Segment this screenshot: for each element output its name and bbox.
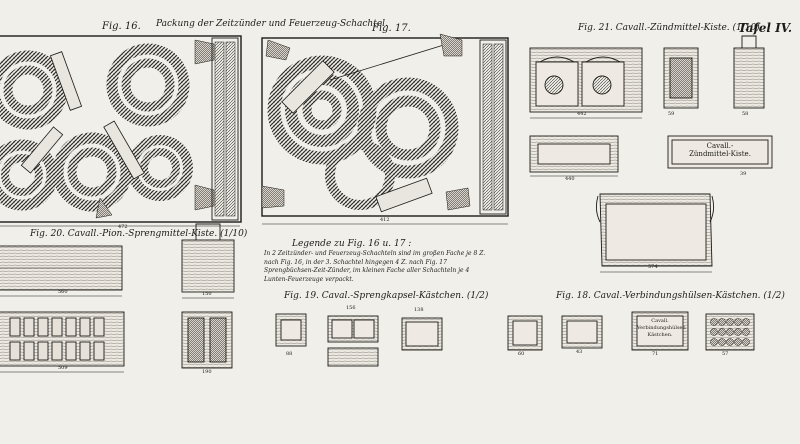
fig21-drawing (529, 35, 773, 273)
dimension-label: 509 (58, 365, 68, 371)
fig16-label: Fig. 16. (102, 21, 141, 32)
dimension-label: 39 (740, 171, 747, 177)
fig17-label: Fig. 17. (372, 23, 411, 34)
dimension-label: 560 (58, 289, 68, 295)
kaestchen-label: Cavall. Verbindungshülsen Kästchen. (637, 318, 686, 339)
fig21-label: Fig. 21. Cavall.-Zündmittel-Kiste. (1/10… (578, 23, 760, 33)
dimension-label: 59 (668, 111, 675, 117)
dimension-label: 156 (346, 305, 356, 311)
fig19-drawing (275, 313, 443, 367)
dimension-label: 71 (652, 351, 659, 357)
kiste-label: Cavall.- Zündmittel-Kiste. (672, 142, 768, 158)
dimension-label: 138 (414, 307, 424, 313)
kaestchen-label-line2: Verbindungshülsen (637, 325, 686, 331)
dimension-label: 440 (565, 176, 575, 182)
kiste-label-line1: Cavall.- (706, 142, 734, 150)
kaestchen-label-line1: Cavall. (651, 318, 669, 324)
top-caption: Packung der Zeitzünder und Feuerzeug-Sch… (156, 19, 388, 29)
dimension-label: 60 (518, 351, 525, 357)
dimension-label: 88 (286, 351, 293, 357)
fig20-label: Fig. 20. Cavall.-Pion.-Sprengmittel-Kist… (30, 229, 248, 239)
fig18-drawing (507, 311, 755, 351)
fig18-label: Fig. 18. Caval.-Verbindungshülsen-Kästch… (556, 291, 785, 301)
dimension-label: 412 (380, 217, 390, 223)
dimension-label: 58 (742, 111, 749, 117)
kaestchen-label-line3: Kästchen. (647, 332, 673, 338)
dimension-label: 57 (722, 351, 729, 357)
plate-number: Tafel IV. (738, 21, 793, 35)
fig19-label: Fig. 19. Caval.-Sprengkapsel-Kästchen. (… (284, 291, 489, 301)
dimension-label: 442 (577, 111, 587, 117)
dimension-label: 150 (202, 291, 212, 297)
dimension-label: 190 (202, 369, 212, 375)
fig17-drawing (261, 33, 509, 225)
fig20-drawing (0, 223, 235, 373)
dimension-label: 472 (118, 224, 128, 230)
fig16-drawing (0, 35, 242, 227)
legend-title: Legende zu Fig. 16 u. 17 : (292, 239, 412, 249)
legend-body: In 2 Zeitzünder- und Feuerzeug-Schachtel… (264, 250, 486, 283)
dimension-label: 43 (576, 349, 583, 355)
kiste-label-line2: Zündmittel-Kiste. (689, 150, 751, 158)
dimension-label: 574 (648, 264, 658, 270)
